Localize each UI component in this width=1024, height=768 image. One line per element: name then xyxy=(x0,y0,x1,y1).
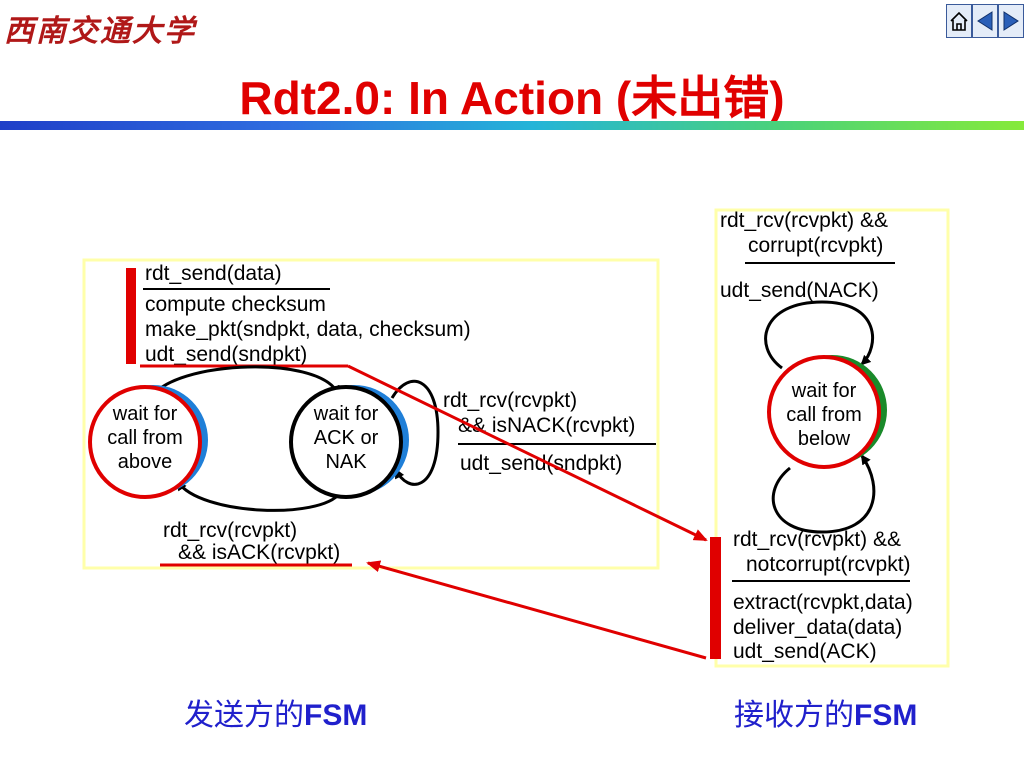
wait-ack-nak-state xyxy=(289,385,403,499)
wait-below-state-line-3: below xyxy=(798,428,851,450)
receiver-ok-event-line-1: rdt_rcv(rcvpkt) && xyxy=(733,528,901,551)
receiver-fsm-caption: 接收方的FSM xyxy=(734,699,918,732)
home-icon[interactable] xyxy=(946,4,972,38)
wait-ack-state-line-2: ACK or xyxy=(314,427,379,449)
sender-send-highlight-bar xyxy=(126,268,136,364)
wait-below-state-line-2: call from xyxy=(786,404,862,426)
sender-send-action-3: udt_send(sndpkt) xyxy=(145,343,307,366)
sender-ack-event-line-2: && isACK(rcvpkt) xyxy=(178,541,340,564)
sender-send-event: rdt_send(data) xyxy=(145,262,282,285)
receiver-ok-action-3: udt_send(ACK) xyxy=(733,640,877,663)
wait-ack-state-line-3: NAK xyxy=(325,451,367,473)
sender-nack-action: udt_send(sndpkt) xyxy=(460,452,622,475)
sender-nack-event-line-1: rdt_rcv(rcvpkt) xyxy=(443,389,577,412)
receiver-fsm-panel xyxy=(714,208,950,668)
receiver-ok-action-2: deliver_data(data) xyxy=(733,616,902,639)
wait-call-state-line-2: call from xyxy=(107,427,183,449)
receiver-corrupt-event-line-1: rdt_rcv(rcvpkt) && xyxy=(720,209,888,232)
wait-ack-state-line-1: wait for xyxy=(313,403,379,425)
wait-below-state-line-1: wait for xyxy=(791,380,857,402)
receiver-ok-highlight-bar xyxy=(710,537,721,659)
sender-fsm-caption: 发送方的FSM xyxy=(184,699,368,732)
receiver-ok-self-loop-arrow xyxy=(771,454,876,534)
page-title: Rdt2.0: In Action (未出错) xyxy=(239,72,785,124)
wait-call-state-line-3: above xyxy=(118,451,173,473)
prev-arrow-icon[interactable] xyxy=(972,4,998,38)
ack-flow-to-sender-arrow xyxy=(366,560,707,660)
sender-ack-transition-arrow xyxy=(176,480,342,512)
receiver-corrupt-self-loop-arrow xyxy=(764,300,875,370)
title-gradient-divider xyxy=(0,121,1024,130)
wait-call-state-line-1: wait for xyxy=(112,403,178,425)
sender-send-action-2: make_pkt(sndpkt, data, checksum) xyxy=(145,318,471,341)
sender-nack-event-line-2: && isNACK(rcvpkt) xyxy=(458,414,635,437)
sender-nack-self-loop-arrow xyxy=(390,379,440,486)
receiver-corrupt-event-line-2: corrupt(rcvpkt) xyxy=(748,234,883,257)
wait-call-above-state xyxy=(88,385,202,499)
wait-call-below-state xyxy=(767,355,881,469)
receiver-ok-event-line-2: notcorrupt(rcvpkt) xyxy=(746,553,911,576)
university-logo: 西南交通大学 xyxy=(4,14,196,49)
receiver-ok-action-1: extract(rcvpkt,data) xyxy=(733,591,913,614)
sender-ack-event-line-1: rdt_rcv(rcvpkt) xyxy=(163,519,297,542)
receiver-corrupt-action: udt_send(NACK) xyxy=(720,279,879,302)
sender-send-action-1: compute checksum xyxy=(145,293,326,316)
packet-flow-to-receiver-arrow xyxy=(347,364,708,542)
